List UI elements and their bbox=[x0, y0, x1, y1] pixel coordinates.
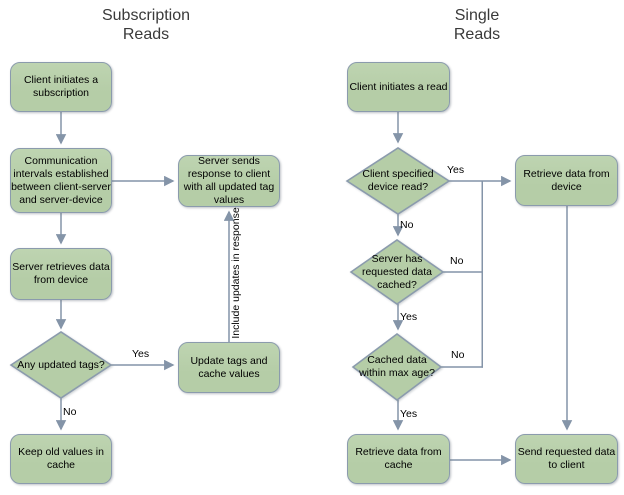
node-client-initiates-read: Client initiates a read bbox=[347, 62, 450, 112]
decision-cached-data-max-age-label: Cached data within max age? bbox=[359, 354, 435, 379]
decision-client-specified-device-read-label: Client specified device read? bbox=[362, 168, 434, 193]
edge-label-no-data-cached: No bbox=[450, 255, 464, 267]
decision-any-updated-tags-shape bbox=[9, 331, 113, 399]
node-retrieve-data-device: Retrieve data from device bbox=[515, 155, 618, 206]
node-client-initiates-subscription: Client initiates a subscription bbox=[10, 62, 112, 112]
single-reads-title: Single Reads bbox=[453, 7, 501, 43]
decision-server-has-data-cached-label: Server has requested data cached? bbox=[361, 253, 433, 291]
edge-label-include-updates: Include updates in response bbox=[230, 207, 242, 339]
decision-client-specified-device-read-shape bbox=[345, 147, 451, 215]
node-server-sends-response: Server sends response to client with all… bbox=[178, 155, 280, 207]
node-communication-intervals: Communication intervals established betw… bbox=[10, 148, 112, 213]
node-retrieve-data-cache: Retrieve data from cache bbox=[347, 434, 450, 484]
edge-label-yes-data-cached: Yes bbox=[400, 311, 418, 323]
node-update-tags-cache: Update tags and cache values bbox=[178, 342, 280, 393]
edge-label-no-max-age: No bbox=[451, 349, 465, 361]
edge-label-no-device-read: No bbox=[400, 219, 414, 231]
edge-label-yes-max-age: Yes bbox=[400, 408, 418, 420]
decision-cached-data-max-age-shape bbox=[351, 333, 443, 401]
node-keep-old-values: Keep old values in cache bbox=[10, 434, 112, 484]
edge-label-yes-device-read: Yes bbox=[447, 164, 465, 176]
subscription-reads-title: Subscription Reads bbox=[101, 7, 191, 43]
node-server-retrieves-data: Server retrieves data from device bbox=[10, 248, 112, 300]
decision-any-updated-tags-label: Any updated tags? bbox=[17, 359, 105, 371]
node-send-requested-data: Send requested data to client bbox=[515, 434, 618, 484]
edge-label-yes-updated-tags: Yes bbox=[132, 348, 150, 360]
edge-label-no-updated-tags: No bbox=[63, 406, 77, 418]
decision-server-has-data-cached-shape bbox=[349, 239, 445, 305]
